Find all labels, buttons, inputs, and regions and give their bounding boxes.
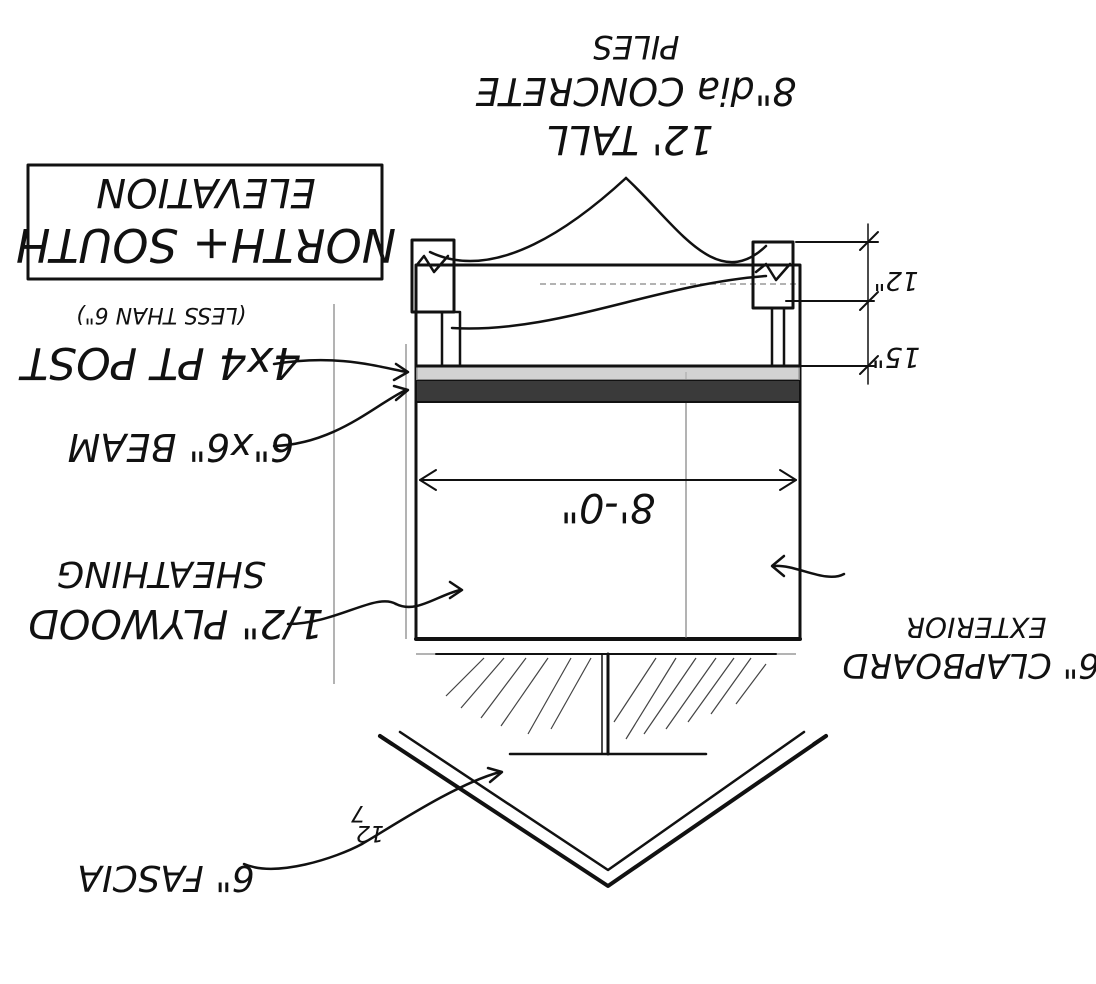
post-label-line-1: 4x4 PT POST	[18, 337, 301, 388]
clapboard-label-line-1: 6" CLAPBOARD	[842, 645, 1096, 685]
leader-lines	[242, 176, 846, 870]
piles-label-line-3: PILES	[592, 28, 679, 66]
faint-construction-lines	[333, 283, 796, 684]
dim-12-label: 12"	[873, 265, 918, 295]
left-pile-group	[751, 240, 795, 368]
plywood-label-line-1: 1/2" PLYWOOD	[28, 600, 324, 646]
title-line-2: ELEVATION	[96, 169, 316, 215]
beam-label: 6"x6" BEAM	[68, 425, 295, 469]
roof-pitch-top: 12	[356, 820, 384, 845]
annotation-labels: 12' TALL 8"dia CONCRETE PILES 4x4 PT POS…	[18, 28, 1096, 898]
width-dimension-line	[419, 469, 797, 491]
width-dimension-label: 8'-0"	[561, 484, 656, 530]
shed-wall-outline	[414, 263, 802, 641]
beam	[414, 364, 802, 403]
piles-label-line-2: 8"dia CONCRETE	[476, 69, 797, 113]
piles-label-line-1: 12' TALL	[546, 116, 713, 162]
roof-pitch-side: 7	[351, 800, 365, 825]
title-line-1: NORTH+ SOUTH	[16, 218, 396, 272]
dim-15-label: 15"	[872, 341, 921, 374]
roof-truss	[378, 637, 828, 888]
inverted-sketch: NORTH+ SOUTH ELEVATION	[16, 28, 1096, 898]
height-dimension-ticks	[785, 223, 879, 385]
plywood-label-line-2: SHEATHING	[56, 553, 265, 594]
post-label-line-2: (LESS THAN 6")	[76, 302, 246, 327]
title-block: NORTH+ SOUTH ELEVATION	[16, 163, 396, 281]
fascia-label: 6" FASCIA	[77, 857, 254, 898]
clapboard-label-line-2: EXTERIOR	[906, 611, 1047, 644]
right-pile-group	[410, 238, 462, 368]
